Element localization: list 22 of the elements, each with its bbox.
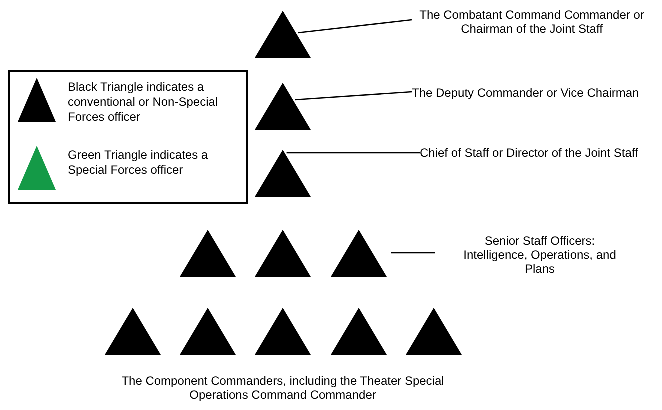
role-caption: Chief of Staff or Director of the Joint Staff xyxy=(420,146,660,160)
leader-line xyxy=(286,152,420,154)
role-caption: The Deputy Commander or Vice Chairman xyxy=(412,86,662,100)
caption-text: The Component Commanders, including the Theater Special Operations Command Commander xyxy=(120,374,446,402)
rank-triangle xyxy=(255,11,311,58)
rank-triangle xyxy=(255,83,311,130)
legend-text: Green Triangle indicates a Special Forces officer xyxy=(68,148,210,178)
rank-triangle xyxy=(331,230,387,277)
role-caption: Senior Staff Officers: Intelligence, Operations, and Plans xyxy=(455,234,625,276)
leader-line xyxy=(391,252,435,254)
rank-triangle xyxy=(406,308,462,355)
rank-triangle xyxy=(255,230,311,277)
legend-text: Black Triangle indicates a conventional or Non-Special Forces officer xyxy=(68,80,220,125)
rank-triangle xyxy=(180,230,236,277)
rank-triangle xyxy=(180,308,236,355)
rank-triangle xyxy=(331,308,387,355)
rank-triangle xyxy=(255,150,311,197)
leader-line xyxy=(298,19,412,34)
leader-line xyxy=(295,91,412,101)
role-caption: The Combatant Command Commander or Chairman of the Joint Staff xyxy=(412,8,652,36)
rank-triangle xyxy=(255,308,311,355)
rank-triangle xyxy=(105,308,161,355)
